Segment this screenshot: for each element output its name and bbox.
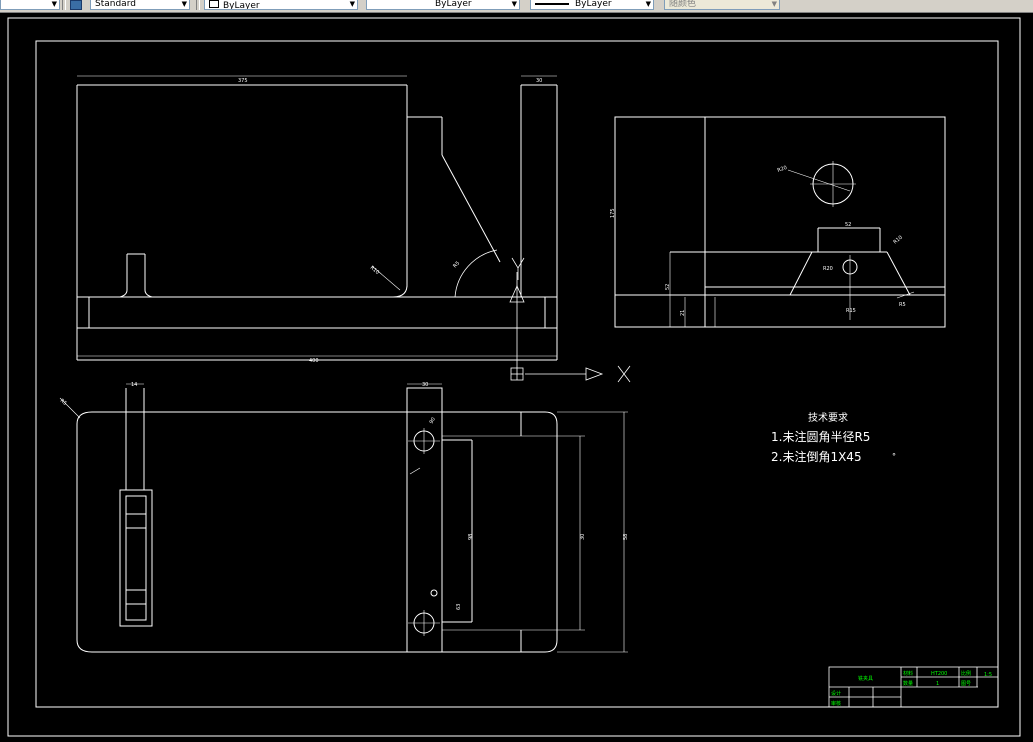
lineweight-combo-value: ByLayer	[575, 0, 612, 9]
text-style-combo[interactable]: Standard ▼	[90, 0, 190, 10]
dim-r20-hole: R20	[823, 266, 833, 272]
text-style-icon[interactable]	[70, 0, 82, 10]
dim-90: 90	[429, 416, 437, 425]
inner-frame-border	[35, 40, 999, 708]
plan-view	[59, 383, 628, 653]
notes-degree: °	[892, 452, 896, 461]
chevron-down-icon: ▼	[51, 0, 57, 8]
toolbar-separator	[196, 0, 200, 10]
side-view	[614, 116, 946, 328]
chevron-down-icon: ▼	[511, 0, 517, 8]
title-block-check-label: 审核	[831, 700, 841, 707]
chevron-down-icon: ▼	[645, 0, 651, 8]
properties-toolbar: ▼ Standard ▼ ByLayer ▼ ByLayer ▼ ByLayer ▼ 随…	[0, 0, 1033, 13]
notes-line-1: 1.未注圆角半径R5	[771, 429, 870, 444]
notes-title: 技术要求	[808, 411, 848, 424]
dim-30-plan: 30	[580, 534, 586, 540]
title-block-qty: 1	[936, 681, 939, 687]
title-block-name: 铣夹具	[858, 675, 873, 682]
title-block	[828, 666, 999, 708]
dim-r5-left: R5	[59, 398, 68, 407]
dim-175: 175	[610, 208, 616, 218]
chevron-down-icon: ▼	[771, 0, 777, 8]
front-view	[76, 75, 558, 361]
color-combo[interactable]: 随颜色 ▼	[664, 0, 780, 10]
lineweight-sample	[535, 2, 569, 5]
dim-58: 58	[623, 534, 629, 540]
title-block-scale-label: 比例	[961, 670, 971, 677]
dim-63: 63	[456, 604, 462, 610]
drawing-canvas[interactable]: 375 30 400 14 30 R5 R10 R5 R20 52 R10 17…	[0, 12, 1033, 738]
title-block-drawing-label: 图号	[961, 681, 971, 687]
color-combo-value: 随颜色	[669, 0, 697, 9]
dim-30-mid: 30	[422, 382, 428, 388]
dim-r10: R10	[369, 265, 380, 276]
dim-r15-side: R15	[846, 308, 856, 314]
dim-14: 14	[131, 382, 137, 388]
layer-combo[interactable]: ByLayer ▼	[204, 0, 358, 10]
title-block-material-label: 材料	[903, 670, 913, 677]
toolbar-separator	[62, 0, 66, 10]
layer-color-swatch	[209, 0, 219, 8]
toolbar-left-combo[interactable]: ▼	[0, 0, 60, 10]
title-block-scale: 1:5	[984, 672, 992, 678]
dim-98: 98	[468, 534, 474, 540]
chevron-down-icon: ▼	[349, 0, 355, 8]
dim-52: 52	[845, 222, 851, 228]
cad-drawing: 375 30 400 14 30 R5 R10 R5 R20 52 R10 17…	[7, 17, 1021, 737]
dim-52-side: 52	[665, 284, 671, 290]
lineweight-combo[interactable]: ByLayer ▼	[530, 0, 654, 10]
text-style-value: Standard	[95, 0, 136, 9]
dim-21-side: 21	[680, 310, 686, 316]
dim-r5-angle: R5	[452, 260, 461, 269]
dim-r5-plan: R5	[899, 302, 906, 308]
chevron-down-icon: ▼	[181, 0, 187, 8]
dim-400: 400	[309, 358, 319, 364]
title-block-material: HT200	[931, 671, 947, 677]
layer-combo-value: ByLayer	[223, 1, 260, 10]
notes-line-2: 2.未注倒角1X45	[771, 449, 862, 464]
outer-sheet-border	[7, 17, 1021, 737]
ucs-icon	[509, 257, 631, 383]
linetype-combo-value: ByLayer	[435, 0, 472, 9]
dim-r10-side: R10	[892, 235, 903, 246]
title-block-design-label: 设计	[831, 690, 841, 697]
linetype-combo[interactable]: ByLayer ▼	[366, 0, 520, 10]
dim-30-top: 30	[536, 78, 542, 84]
dim-375: 375	[238, 78, 248, 84]
title-block-qty-label: 数量	[903, 680, 913, 687]
dim-r20-top: R20	[777, 165, 788, 174]
